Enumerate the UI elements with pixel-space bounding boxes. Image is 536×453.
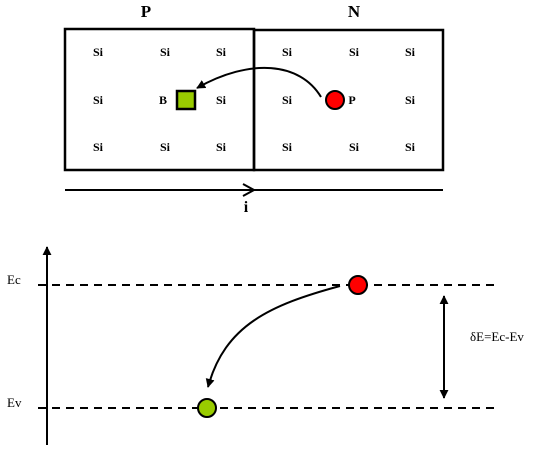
- n-region-box: [252, 28, 445, 172]
- recombination-arrow: [205, 285, 341, 388]
- band-gap-label: δE=Ec-Ev: [470, 329, 524, 344]
- phosphorus-atom-label: P: [348, 93, 355, 107]
- current-arrowhead-icon: [242, 183, 257, 197]
- valence-hole-icon: [197, 398, 217, 418]
- si-atom-label: Si: [282, 140, 293, 154]
- si-atom-label: Si: [93, 140, 104, 154]
- n-region-label: N: [348, 2, 361, 21]
- si-atom-label: Si: [349, 140, 360, 154]
- si-atom-label: Si: [216, 93, 227, 107]
- si-atom-label: Si: [405, 45, 416, 59]
- si-atom-label: Si: [160, 140, 171, 154]
- si-atom-label: Si: [93, 45, 104, 59]
- current-label: i: [244, 199, 249, 216]
- si-atom-label: Si: [216, 140, 227, 154]
- si-atom-label: Si: [405, 140, 416, 154]
- si-atom-label: Si: [282, 93, 293, 107]
- acceptor-square-icon: [175, 89, 197, 111]
- boron-atom-label: B: [159, 93, 167, 107]
- si-atom-label: Si: [405, 93, 416, 107]
- si-atom-label: Si: [160, 45, 171, 59]
- si-atom-label: Si: [282, 45, 293, 59]
- si-atom-label: Si: [93, 93, 104, 107]
- conduction-electron-icon: [348, 275, 368, 295]
- si-atom-label: Si: [349, 45, 360, 59]
- si-atom-label: Si: [216, 45, 227, 59]
- donor-electron-icon: [325, 90, 345, 110]
- ev-label: Ev: [7, 395, 22, 410]
- ec-label: Ec: [7, 272, 21, 287]
- electron-transfer-arrow: [196, 66, 322, 98]
- p-region-label: P: [141, 2, 151, 21]
